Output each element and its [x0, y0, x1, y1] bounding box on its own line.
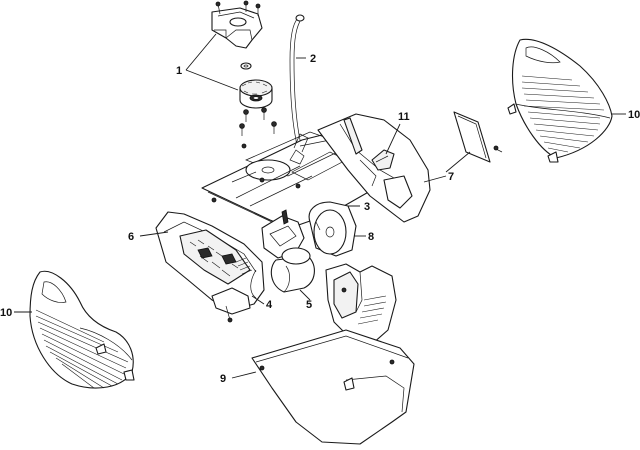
callout-5: 5	[306, 299, 312, 311]
bottom-cover-part	[251, 329, 415, 445]
callout-10-right: 10	[628, 109, 640, 121]
callout-10-left: 10	[0, 307, 12, 319]
mounting-screw-icons	[239, 107, 277, 136]
drive-sprocket-part	[239, 79, 273, 109]
callout-6-leader	[139, 231, 169, 237]
side-bracket-part	[317, 113, 431, 223]
motor-part	[270, 247, 315, 293]
transformer-part	[308, 201, 357, 257]
callout-1-leader	[185, 33, 239, 91]
gear-cover-part	[211, 7, 263, 49]
callout-7: 7	[448, 171, 454, 183]
callout-11: 11	[398, 111, 410, 123]
logic-board-part	[155, 211, 265, 323]
callout-5-leader	[299, 289, 311, 301]
callout-4-leader	[251, 295, 265, 305]
callout-4: 4	[266, 299, 273, 311]
callout-7-plate-leader	[445, 151, 471, 173]
callout-1: 1	[176, 65, 182, 77]
lens-cover-plate-part	[453, 111, 491, 163]
cover-screw-icons	[215, 0, 261, 16]
callout-3: 3	[364, 201, 370, 213]
light-lens-right-part	[507, 38, 613, 163]
light-lens-left-part	[29, 270, 135, 389]
callout-7-leader	[423, 175, 447, 183]
washer-part	[240, 62, 252, 70]
callout-2: 2	[310, 53, 316, 65]
travel-module-part	[250, 209, 305, 299]
callout-8: 8	[368, 231, 374, 243]
callout-9: 9	[220, 373, 226, 385]
bracket-clip-part	[371, 149, 395, 171]
cover-plate-screw-icon	[493, 145, 503, 153]
callout-6: 6	[128, 231, 134, 243]
light-socket-part	[325, 263, 397, 345]
callout-9-leader	[231, 371, 257, 379]
callout-11-leader	[385, 123, 401, 155]
